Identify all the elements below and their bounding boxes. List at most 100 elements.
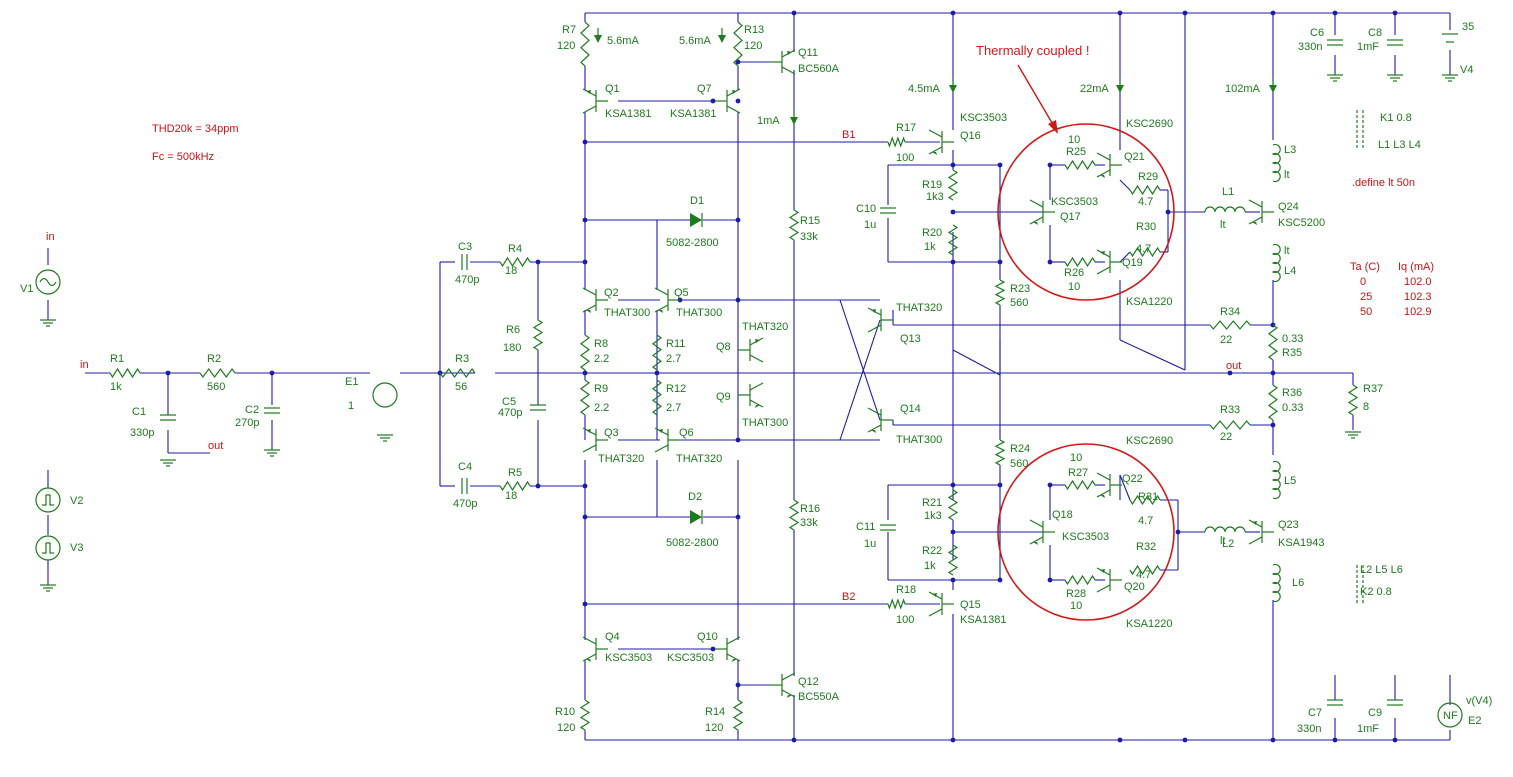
current-label: 1mA — [757, 115, 780, 127]
inductor-L3 — [1271, 143, 1281, 183]
current-label: 22mA — [1080, 83, 1109, 95]
junction — [791, 737, 797, 743]
transistor-Q5 — [654, 287, 680, 313]
junction — [582, 514, 588, 520]
net-B1: B1 — [842, 129, 855, 141]
label-val-C1: 330p — [130, 427, 154, 439]
noise-source-E2 — [1437, 702, 1463, 728]
label-ref-C1: C1 — [132, 406, 146, 418]
junction — [582, 601, 588, 607]
label-ref-R1: R1 — [110, 353, 124, 365]
label-val-R5: 18 — [505, 490, 517, 502]
label-ref-R33: R33 — [1220, 404, 1240, 416]
label-K2: K2 0.8 — [1360, 586, 1392, 598]
net-B2: B2 — [842, 591, 855, 603]
junction — [654, 370, 660, 376]
label-val-V4: 35 — [1462, 21, 1474, 33]
transistor-Q24 — [1248, 199, 1274, 225]
transistor-Q22 — [1096, 472, 1122, 498]
wires — [47, 10, 1451, 743]
junction — [582, 217, 588, 223]
label-val-C6: 330n — [1298, 41, 1322, 53]
label-type-Q8: THAT320 — [742, 321, 788, 333]
junction — [710, 646, 716, 652]
thermal-coupling-circle — [997, 443, 1175, 621]
thermal-coupling-circle — [997, 123, 1175, 301]
label-val-R9: 2.2 — [594, 402, 609, 414]
transistor-Q20 — [1096, 567, 1122, 593]
label-val-R14: 120 — [705, 722, 723, 734]
label-val-R22: 1k — [924, 560, 936, 572]
junction — [735, 59, 741, 65]
table-iq: 102.0 — [1404, 276, 1432, 288]
junction — [950, 482, 956, 488]
label-val-C3: 470p — [455, 274, 479, 286]
label-type-Q12: BC550A — [798, 691, 840, 703]
capacitor-C6 — [1327, 39, 1343, 46]
capacitor-C9 — [1387, 699, 1403, 706]
label-val-C4: 470p — [453, 498, 477, 510]
junction — [735, 514, 741, 520]
label-val-R19: 1k3 — [926, 191, 944, 203]
transistor-Q1 — [582, 88, 608, 114]
junction — [950, 529, 956, 535]
label-ref-C7: C7 — [1308, 707, 1322, 719]
label-ref-L1: L1 — [1222, 186, 1234, 198]
label-ref-R22: R22 — [922, 545, 942, 557]
label-ref-D1: D1 — [690, 195, 704, 207]
junction — [535, 259, 541, 265]
label-ref-R16: R16 — [800, 503, 820, 515]
label-val-R31: 4.7 — [1138, 515, 1153, 527]
label-val-R13: 120 — [744, 40, 762, 52]
label-ref-C8: C8 — [1368, 27, 1382, 39]
resistor-R2 — [199, 367, 236, 379]
resistor-R14 — [732, 699, 744, 731]
resistor-R36 — [1267, 384, 1279, 421]
junction — [1270, 370, 1276, 376]
junction — [950, 209, 956, 215]
transistor-Q8 — [738, 337, 764, 363]
label-val-R30: 4.7 — [1136, 243, 1151, 255]
label-val-R34: 22 — [1220, 334, 1232, 346]
label-val-R25: 10 — [1068, 134, 1080, 146]
transistor-Q14 — [867, 407, 893, 433]
junction — [735, 98, 741, 104]
resistor-R19 — [947, 169, 959, 201]
capacitor-C1 — [160, 414, 176, 421]
label-val-R16: 33k — [800, 517, 818, 529]
label-ref-Q1: Q1 — [605, 83, 620, 95]
transistor-Q12 — [770, 672, 796, 698]
label-ref-Q21: Q21 — [1124, 151, 1145, 163]
inductor-L1 — [1204, 206, 1246, 213]
label-ref-R18: R18 — [896, 584, 916, 596]
label-val-R12: 2.7 — [666, 402, 681, 414]
label-ref-D2: D2 — [688, 491, 702, 503]
junction — [1047, 482, 1053, 488]
capacitor-C8 — [1387, 39, 1403, 46]
note-define: .define lt 50n — [1352, 177, 1415, 189]
label-val-R4: 18 — [505, 265, 517, 277]
resistor-R35 — [1267, 324, 1279, 361]
label-K1: K1 0.8 — [1380, 112, 1412, 124]
table-iq: 102.9 — [1404, 306, 1432, 318]
resistor-R5 — [499, 480, 531, 492]
transistor-Q21 — [1096, 152, 1122, 178]
resistor-R18 — [887, 598, 906, 610]
junction — [1270, 422, 1276, 428]
coupling-symbol — [1356, 565, 1364, 605]
capacitor-C4 — [461, 478, 468, 494]
current-arrow — [718, 28, 726, 43]
inductor-L2 — [1204, 526, 1246, 533]
label-val-R27: 10 — [1070, 452, 1082, 464]
junction — [791, 10, 797, 16]
junction — [950, 162, 956, 168]
annotation-arrow — [1017, 64, 1058, 134]
label-val-C9: 1mF — [1357, 723, 1379, 735]
label-ref-L6: L6 — [1292, 577, 1304, 589]
label-ref-Q23: Q23 — [1278, 519, 1299, 531]
resistor-R1 — [109, 367, 141, 379]
label-ref-R20: R20 — [922, 227, 942, 239]
label-type-Q4: KSC3503 — [605, 652, 652, 664]
label-val-R11: 2.7 — [666, 353, 681, 365]
resistor-R25 — [1064, 159, 1096, 171]
